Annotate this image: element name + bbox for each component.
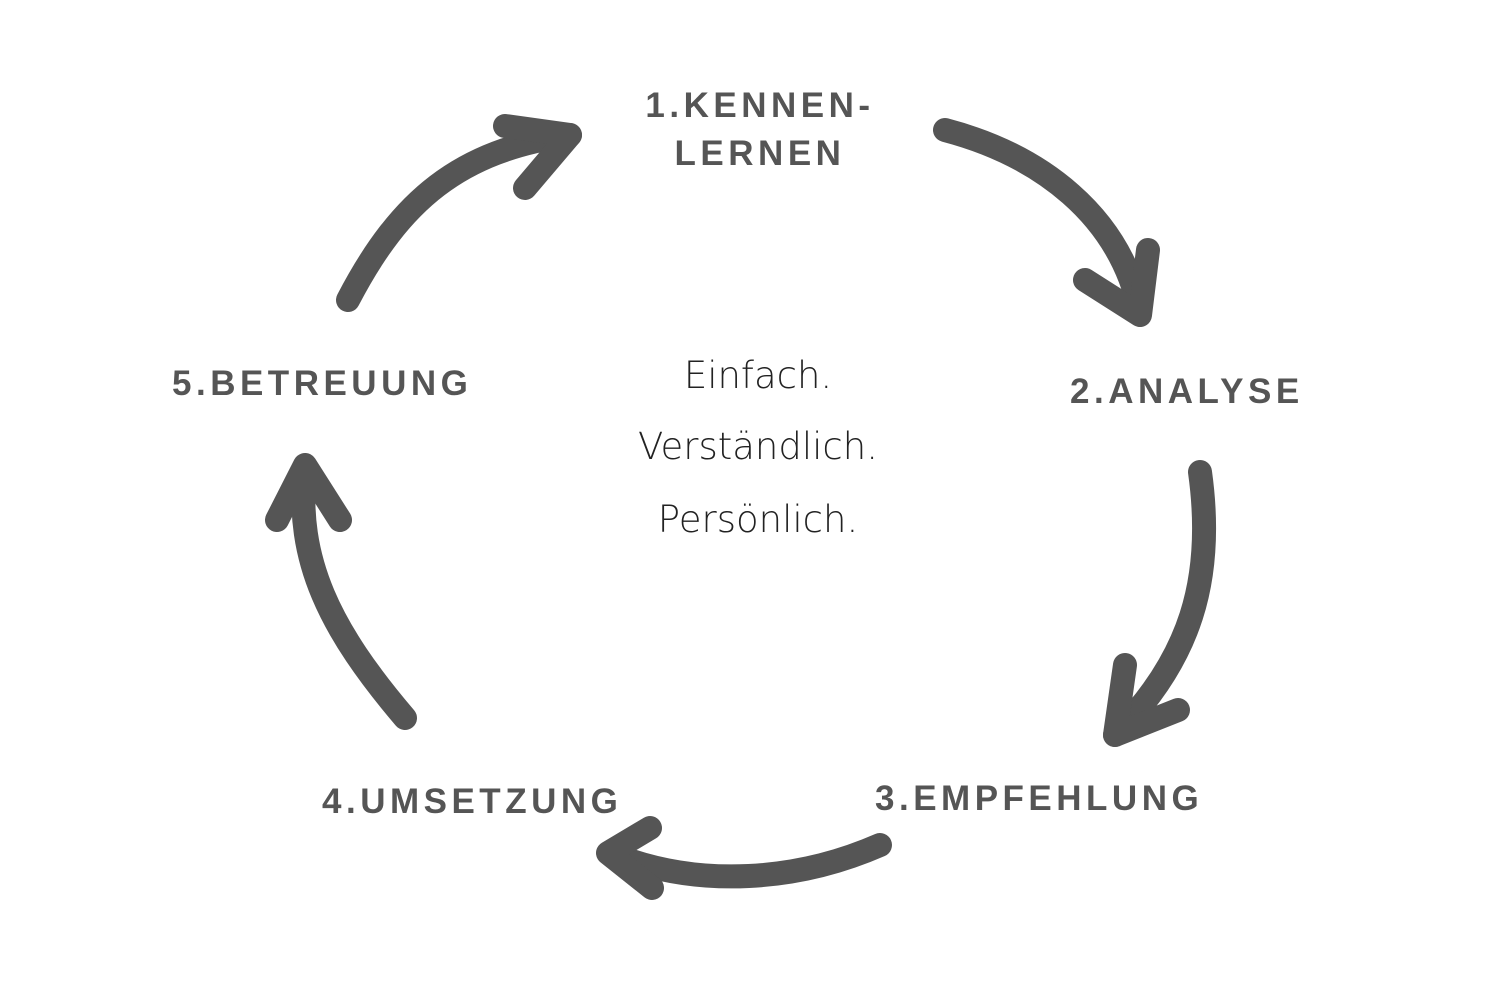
center-text-einfach: Einfach. xyxy=(683,354,833,397)
arrow-1-to-2 xyxy=(933,118,1160,327)
step-2-label: 2.ANALYSE xyxy=(1070,372,1304,411)
step-3-label: 3.EMPFEHLUNG xyxy=(875,779,1204,818)
center-text-persoenlich: Persönlich. xyxy=(657,498,859,541)
step-4-label: 4.UMSETZUNG xyxy=(322,782,623,821)
step-1-line2: LERNEN xyxy=(674,134,846,173)
arrow-2-to-3 xyxy=(1103,460,1217,747)
center-text-verstaendlich: Verständlich. xyxy=(638,425,878,468)
step-5-label: 5.BETREUUNG xyxy=(172,364,473,403)
step-1-label: 1.KENNEN- LERNEN xyxy=(640,82,880,178)
arrow-4-to-5 xyxy=(265,453,417,730)
arrow-3-to-4 xyxy=(596,816,892,900)
arrow-5-to-1 xyxy=(336,114,582,312)
step-1-line1: 1.KENNEN- xyxy=(645,86,875,125)
